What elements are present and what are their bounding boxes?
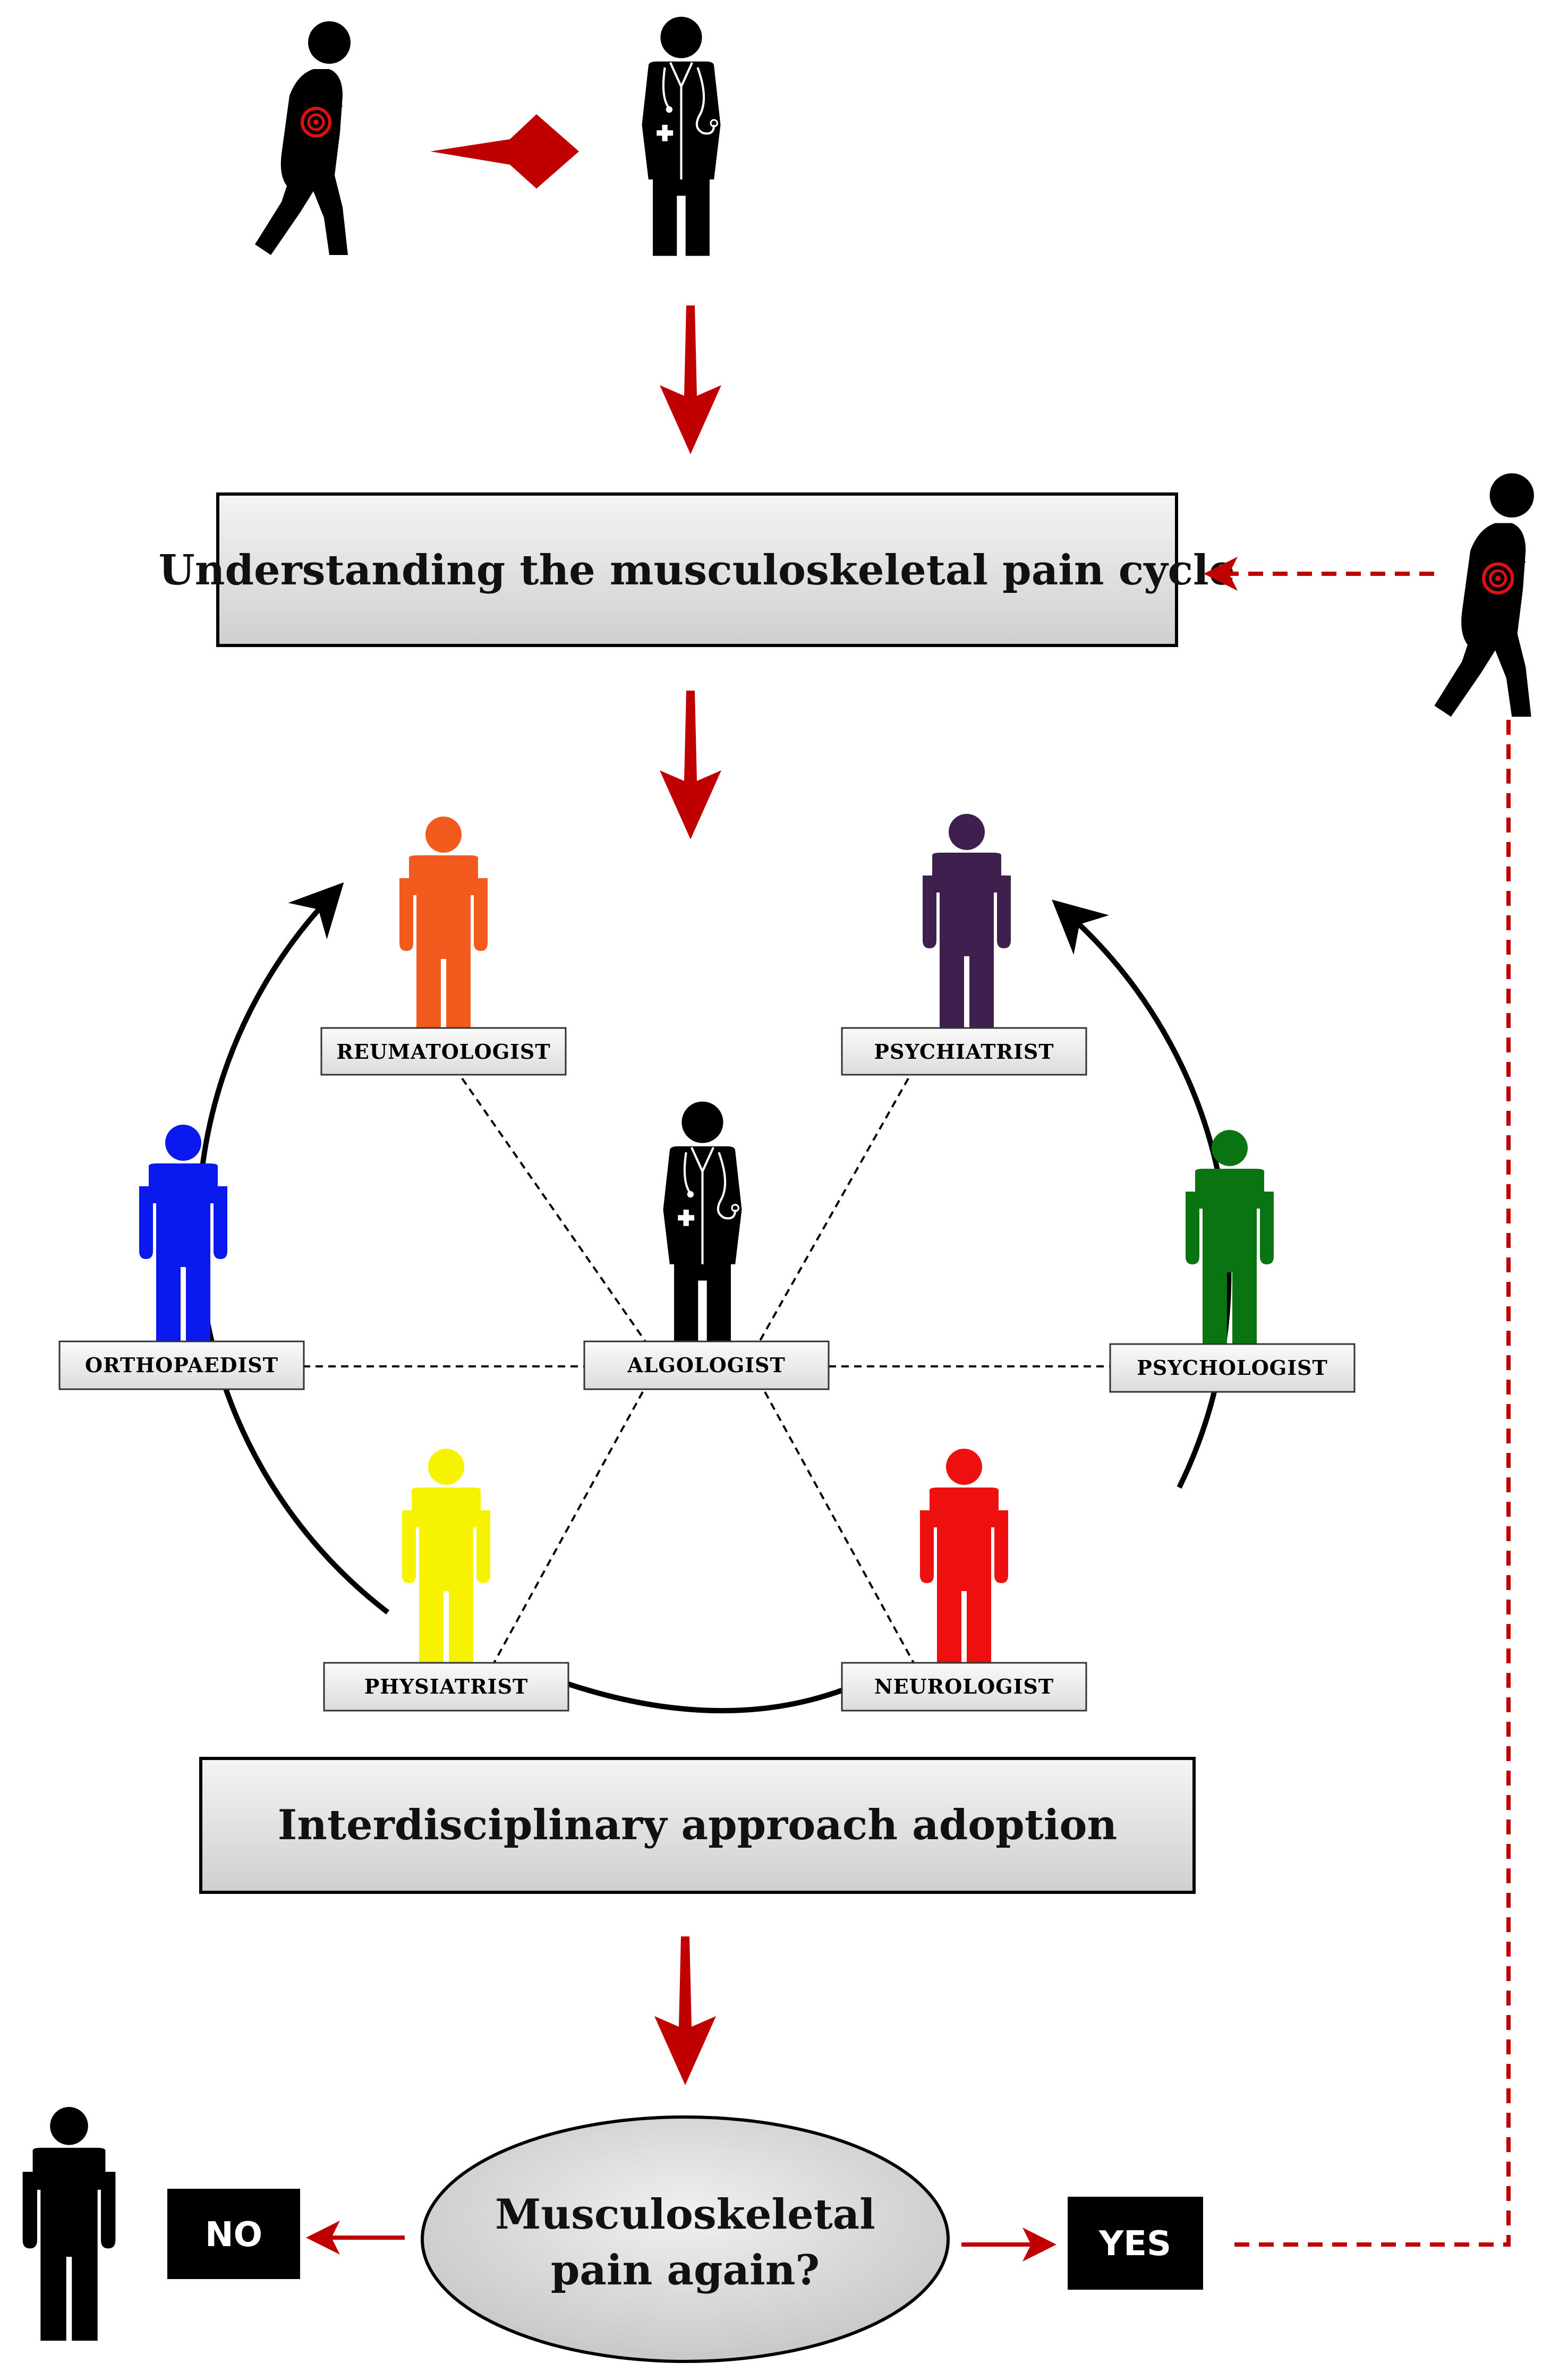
svg-text:ALGOLOGIST: ALGOLOGIST: [627, 1353, 786, 1377]
psychologist-person-icon: [1186, 1130, 1274, 1352]
recurring-patient-icon: [1434, 473, 1534, 717]
understanding-text: Understanding the musculoskeletal pain c…: [159, 546, 1235, 594]
svg-text:NO: NO: [205, 2215, 262, 2255]
svg-text:ORTHOPAEDIST: ORTHOPAEDIST: [85, 1353, 278, 1377]
yes-box: YES: [1068, 2197, 1203, 2290]
algologist-doctor-icon: [663, 1101, 742, 1340]
neurologist-person-icon: [920, 1449, 1008, 1671]
spokes: [303, 1077, 1110, 1663]
cycle-arc-bottom: [567, 1681, 846, 1714]
red-arrow-right: [430, 114, 579, 189]
question-ellipse: Musculoskeletal pain again?: [421, 2115, 950, 2363]
svg-text:REUMATOLOGIST: REUMATOLOGIST: [336, 1040, 550, 1064]
svg-text:PSYCHOLOGIST: PSYCHOLOGIST: [1137, 1356, 1328, 1380]
reumatologist-label: REUMATOLOGIST: [320, 1027, 567, 1076]
dashed-loop-line: [1227, 720, 1511, 2247]
svg-text:PHYSIATRIST: PHYSIATRIST: [364, 1674, 529, 1698]
interdisciplinary-box: Interdisciplinary approach adoption: [199, 1757, 1196, 1894]
orthopaedist-label: ORTHOPAEDIST: [58, 1340, 305, 1390]
svg-text:NEUROLOGIST: NEUROLOGIST: [874, 1674, 1054, 1698]
red-arrow-down-2: [660, 691, 721, 839]
physiatrist-person-icon: [402, 1449, 490, 1671]
svg-text:PSYCHIATRIST: PSYCHIATRIST: [874, 1040, 1054, 1064]
orthopaedist-person-icon: [139, 1125, 227, 1347]
svg-text:YES: YES: [1098, 2224, 1171, 2264]
red-arrow-down-3: [654, 1936, 716, 2085]
algologist-label: ALGOLOGIST: [583, 1340, 830, 1390]
doctor-icon: [642, 16, 721, 256]
physiatrist-label: PHYSIATRIST: [323, 1662, 569, 1712]
cycle-arc-left: [195, 882, 390, 1614]
reumatologist-person-icon: [399, 817, 488, 1039]
psychiatrist-person-icon: [923, 814, 1011, 1036]
psychologist-label: PSYCHOLOGIST: [1109, 1343, 1356, 1393]
psychiatrist-label: PSYCHIATRIST: [841, 1027, 1087, 1076]
no-box: NO: [167, 2189, 300, 2279]
svg-text:pain again?: pain again?: [551, 2246, 820, 2294]
understanding-box: Understanding the musculoskeletal pain c…: [159, 492, 1235, 647]
healthy-person-icon: [22, 2107, 116, 2341]
pain-patient-icon: [255, 21, 351, 255]
red-arrow-down-1: [660, 305, 721, 454]
svg-text:Musculoskeletal: Musculoskeletal: [495, 2190, 875, 2239]
interdisciplinary-text: Interdisciplinary approach adoption: [278, 1801, 1117, 1849]
neurologist-label: NEUROLOGIST: [841, 1662, 1087, 1712]
